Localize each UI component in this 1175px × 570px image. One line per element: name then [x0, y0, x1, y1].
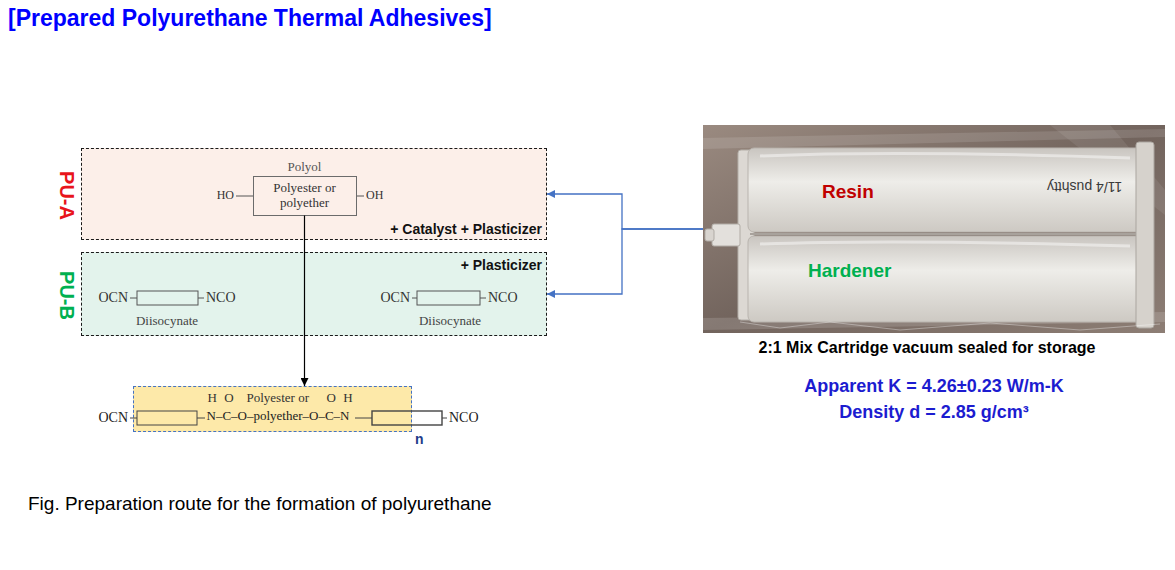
bond-line: [442, 418, 447, 419]
additive-note: + Plasticizer: [461, 257, 542, 273]
end-group: HO: [217, 189, 234, 203]
group-label: PU-A: [55, 171, 78, 220]
component-heading: Polyol: [288, 160, 322, 175]
structure-caption: Diisocynate: [419, 314, 481, 329]
product-box: H O Polyester or O H N–C–O–polyether–O–C–N: [133, 386, 412, 432]
chain-label: Polyester or: [247, 391, 309, 406]
flow-arrow: [547, 194, 703, 229]
repeat-index: n: [415, 431, 424, 447]
photo-caption: 2:1 Mix Cartridge vacuum sealed for stor…: [759, 339, 1096, 357]
end-group: NCO: [449, 410, 479, 426]
end-group: OCN: [98, 290, 128, 306]
part-label: Hardener: [808, 260, 891, 282]
polyol-box: PolyolPolyester or polyether: [253, 176, 357, 216]
component-name: Polyester or polyether: [260, 181, 350, 211]
end-group: NCO: [206, 290, 236, 306]
urethane-chain: N–C–O–polyether–O–C–N: [207, 409, 350, 424]
end-group: NCO: [488, 290, 518, 306]
group-label: PU-B: [55, 271, 78, 320]
printed-marking: 11/4 pushtty: [1047, 179, 1122, 195]
property-value: Density d = 2.85 g/cm³: [839, 402, 1029, 423]
end-group: OH: [366, 189, 383, 203]
diagram-title: [Prepared Polyurethane Thermal Adhesives…: [8, 5, 492, 31]
atom-label: O H: [327, 391, 355, 406]
cartridge-photo: ResinHardener 11/4 pushtty: [703, 125, 1165, 333]
figure-caption: Fig. Preparation route for the formation…: [28, 493, 492, 515]
end-group: OCN: [380, 290, 410, 306]
structure-caption: Diisocynate: [136, 314, 198, 329]
part-label: Resin: [822, 181, 874, 203]
cartridge-photo-art: [703, 125, 1165, 333]
flow-arrow: [547, 229, 703, 294]
reactant-group-box: PU-A+ Catalyst + PlasticizerPolyolPolyes…: [81, 148, 547, 240]
end-group: OCN: [98, 410, 128, 426]
additive-note: + Catalyst + Plasticizer: [390, 221, 542, 237]
property-value: Apparent K = 4.26±0.23 W/m-K: [804, 376, 1063, 397]
atom-label: H O: [208, 391, 236, 406]
